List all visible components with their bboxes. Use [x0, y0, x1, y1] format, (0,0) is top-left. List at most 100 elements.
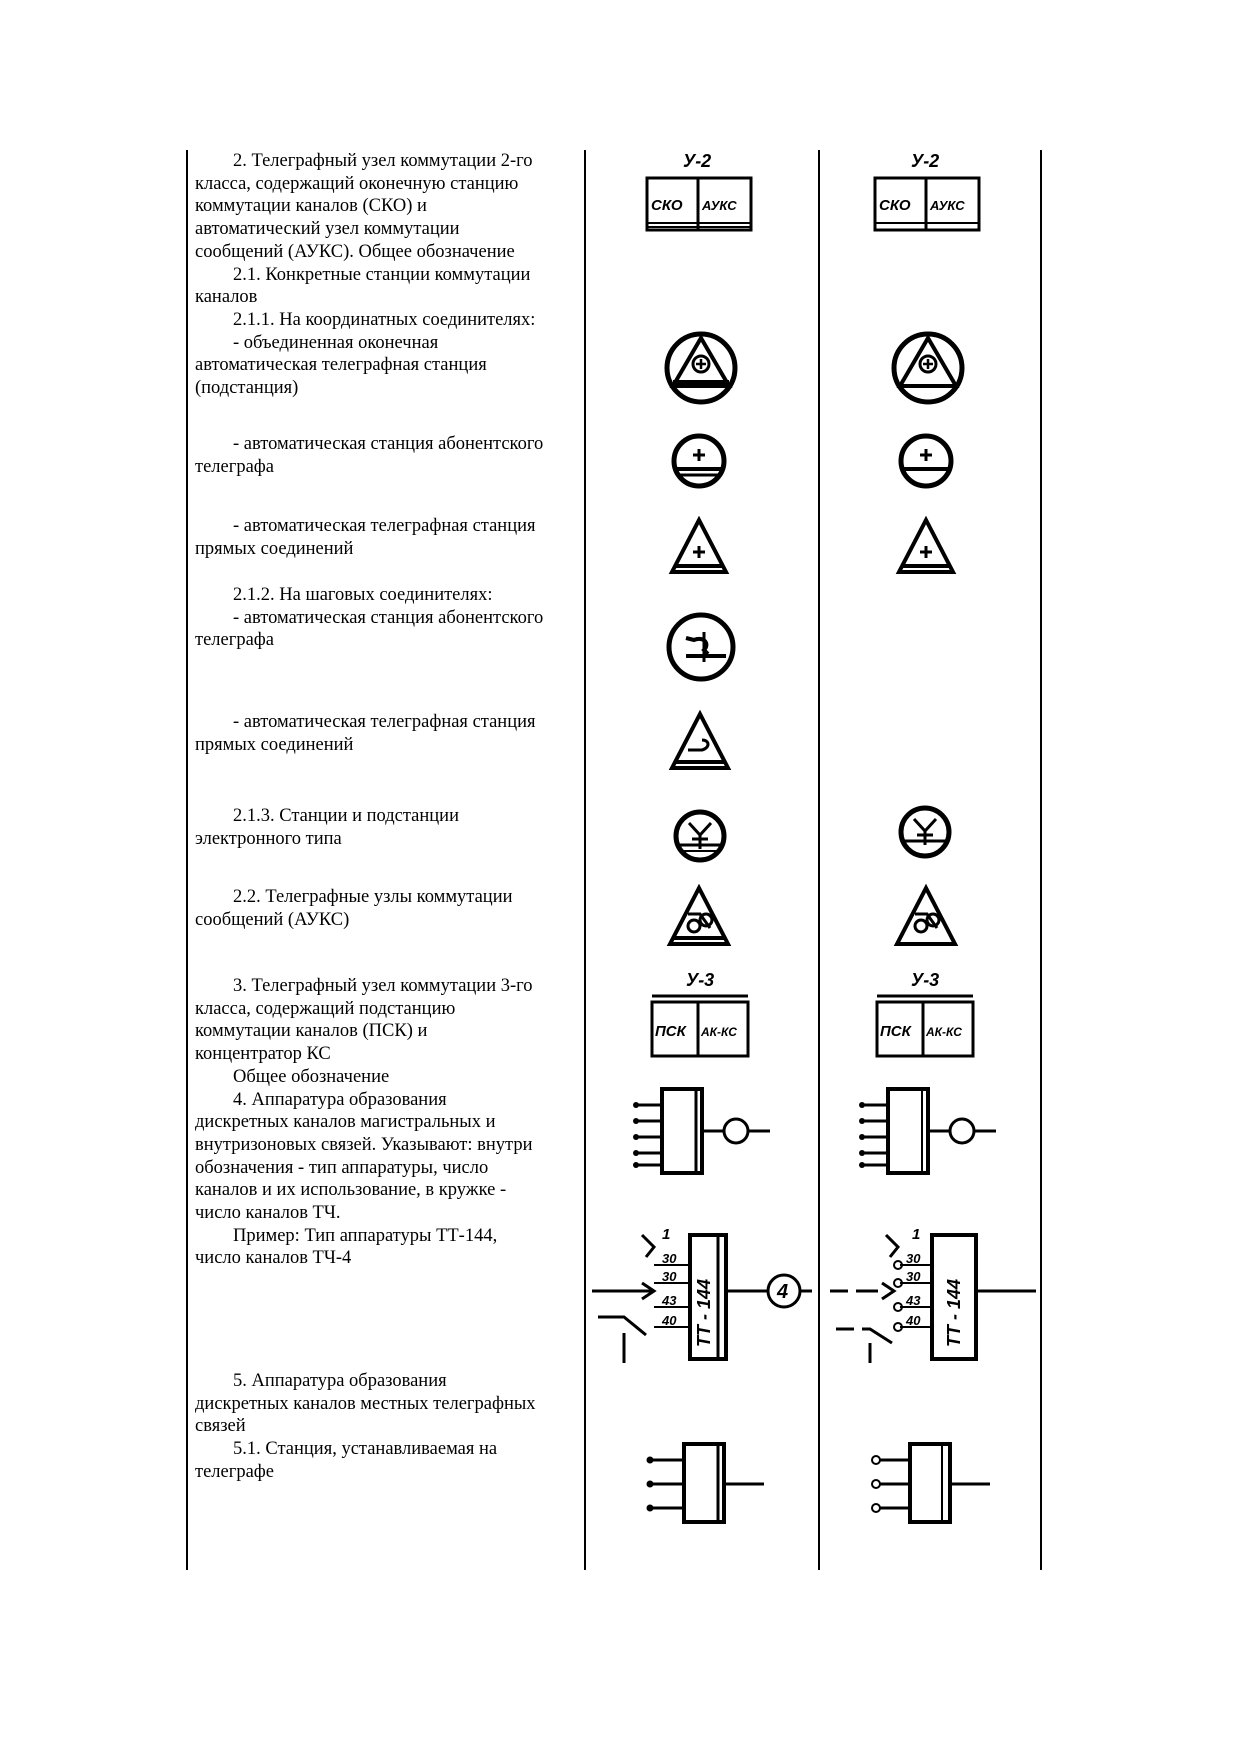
channel-label: 40: [905, 1313, 921, 1328]
equip-type-label: ТТ - 144: [944, 1279, 964, 1347]
equip-type-label: ТТ - 144: [694, 1279, 714, 1347]
text-line: 2.1.3. Станции и подстанции: [233, 806, 459, 826]
text-line: телеграфа: [195, 630, 274, 651]
text-line: 5. Аппаратура образования: [233, 1371, 447, 1391]
text-line: концентратор КС: [195, 1044, 331, 1065]
text-line: сообщений (АУКС). Общее обозначение: [195, 241, 515, 262]
trunk-equipment-symbol-alt: [859, 1087, 996, 1175]
combined-station-icon: [664, 331, 738, 405]
tch-count-label: 4: [776, 1281, 788, 1303]
text-line: дискретных каналов магистральных и: [195, 1112, 496, 1133]
table-border-col1: [584, 150, 586, 1570]
text-line: каналов: [195, 287, 258, 308]
combined-station-icon-alt: [891, 331, 965, 405]
text-line: автоматическая телеграфная станция: [195, 355, 487, 376]
text-line: прямых соединений: [195, 734, 354, 755]
text-line: 5.1. Станция, устанавливаемая на: [233, 1439, 498, 1460]
tt144-example-symbol: ТТ - 144 1 30 30 43 40 4: [592, 1226, 812, 1363]
text-line: - автоматическая телеграфная станция: [233, 712, 536, 732]
text-line: класса, содержащий подстанцию: [195, 998, 456, 1019]
step-direct-station-icon: [668, 710, 732, 770]
node2-symbol: У-2 СКО АУКС: [645, 151, 753, 232]
text-line: каналов и их использование, в кружке -: [195, 1180, 507, 1201]
text-line: (подстанция): [195, 378, 299, 399]
text-line: телеграфе: [195, 1461, 274, 1482]
node3-title: У-3: [911, 970, 939, 990]
paragraph-local-equipment: 5. Аппаратура образования дискретных кан…: [195, 1370, 585, 1484]
step-subscriber-station-icon: [666, 612, 736, 682]
text-line: - объединенная оконечная: [233, 332, 439, 353]
node2-symbol-alt: У-2 СКО АУКС: [873, 151, 981, 232]
paragraph-node3-equipment: 3. Телеграфный узел коммутации 3-го клас…: [195, 975, 585, 1270]
text-line: коммутации каналов (СКО) и: [195, 196, 427, 217]
text-line: - автоматическая станция абонентского: [233, 607, 544, 628]
text-line: Пример: Тип аппаратуры ТТ-144,: [233, 1225, 498, 1246]
text-line: 2.1.1. На координатных соединителях:: [233, 309, 536, 330]
local-station-symbol: [646, 1442, 764, 1524]
text-line: 3. Телеграфный узел коммутации 3-го: [233, 976, 533, 996]
table-border-left: [186, 150, 188, 1570]
electronic-station-icon-alt: [898, 805, 952, 859]
node2-left-label: СКО: [651, 197, 683, 214]
node2-right-label: АУКС: [701, 198, 737, 213]
text-line: автоматический узел коммутации: [195, 219, 460, 240]
channel-label: 43: [905, 1293, 921, 1308]
channel-label: 30: [906, 1269, 921, 1284]
node3-right-label: АК-КС: [700, 1025, 737, 1039]
text-line: число каналов ТЧ.: [195, 1203, 341, 1224]
text-line: коммутации каналов (ПСК) и: [195, 1021, 428, 1042]
paragraph-subscriber-station: - автоматическая станция абонентского те…: [195, 433, 585, 478]
paragraph-direct-station: - автоматическая телеграфная станция пря…: [195, 515, 585, 560]
text-line: связей: [195, 1416, 246, 1437]
text-line: телеграфа: [195, 456, 274, 477]
channel-label: 43: [661, 1293, 677, 1308]
node2-title: У-2: [911, 151, 939, 171]
channel-label: 1: [662, 1226, 670, 1243]
node3-left-label: ПСК: [880, 1023, 913, 1040]
channel-label: 30: [662, 1269, 677, 1284]
node3-title: У-3: [686, 970, 714, 990]
direct-station-icon-alt: [895, 516, 957, 574]
node3-symbol: У-3 ПСК АК-КС: [650, 970, 750, 1058]
auks-icon: [666, 884, 732, 946]
node2-title: У-2: [683, 151, 711, 171]
local-station-symbol-alt: [871, 1442, 990, 1524]
subscriber-station-icon: [671, 433, 727, 489]
channel-label: 30: [906, 1251, 921, 1266]
channel-label: 40: [661, 1313, 677, 1328]
text-line: класса, содержащий оконечную станцию: [195, 173, 519, 194]
text-line: 2.1. Конкретные станции коммутации: [233, 264, 531, 285]
direct-station-icon: [668, 516, 730, 574]
tt144-example-symbol-alt: ТТ - 144 1 30 30 43 40: [830, 1226, 1036, 1363]
text-line: дискретных каналов местных телеграфных: [195, 1393, 536, 1414]
text-line: внутризоновых связей. Указывают: внутри: [195, 1134, 533, 1155]
text-line: сообщений (АУКС): [195, 909, 350, 930]
text-line: 2. Телеграфный узел коммутации 2-го: [233, 151, 533, 171]
paragraph-auks: 2.2. Телеграфные узлы коммутации сообщен…: [195, 886, 585, 931]
trunk-equipment-symbol: [633, 1087, 770, 1175]
table-border-col2: [818, 150, 820, 1570]
paragraph-electronic: 2.1.3. Станции и подстанции электронного…: [195, 805, 585, 850]
text-line: 2.1.2. На шаговых соединителях:: [233, 585, 493, 605]
text-line: число каналов ТЧ-4: [195, 1248, 352, 1269]
text-line: 4. Аппаратура образования: [233, 1089, 447, 1110]
text-line: - автоматическая станция абонентского: [233, 434, 544, 454]
text-line: 2.2. Телеграфные узлы коммутации: [233, 887, 513, 907]
electronic-station-icon: [673, 809, 727, 863]
paragraph-step-direct-station: - автоматическая телеграфная станция пря…: [195, 711, 585, 756]
channel-label: 30: [662, 1251, 677, 1266]
text-line: Общее обозначение: [233, 1066, 390, 1087]
text-line: прямых соединений: [195, 538, 354, 559]
node3-left-label: ПСК: [655, 1023, 688, 1040]
text-line: электронного типа: [195, 828, 342, 849]
node3-symbol-alt: У-3 ПСК АК-КС: [875, 970, 975, 1058]
auks-icon-alt: [893, 884, 959, 946]
node2-left-label: СКО: [879, 197, 911, 214]
text-line: обозначения - тип аппаратуры, число: [195, 1157, 489, 1178]
node2-right-label: АУКС: [929, 198, 965, 213]
node3-right-label: АК-КС: [925, 1025, 962, 1039]
text-line: - автоматическая телеграфная станция: [233, 516, 536, 536]
paragraph-step-connectors: 2.1.2. На шаговых соединителях: - автома…: [195, 584, 585, 652]
table-border-right: [1040, 150, 1042, 1570]
